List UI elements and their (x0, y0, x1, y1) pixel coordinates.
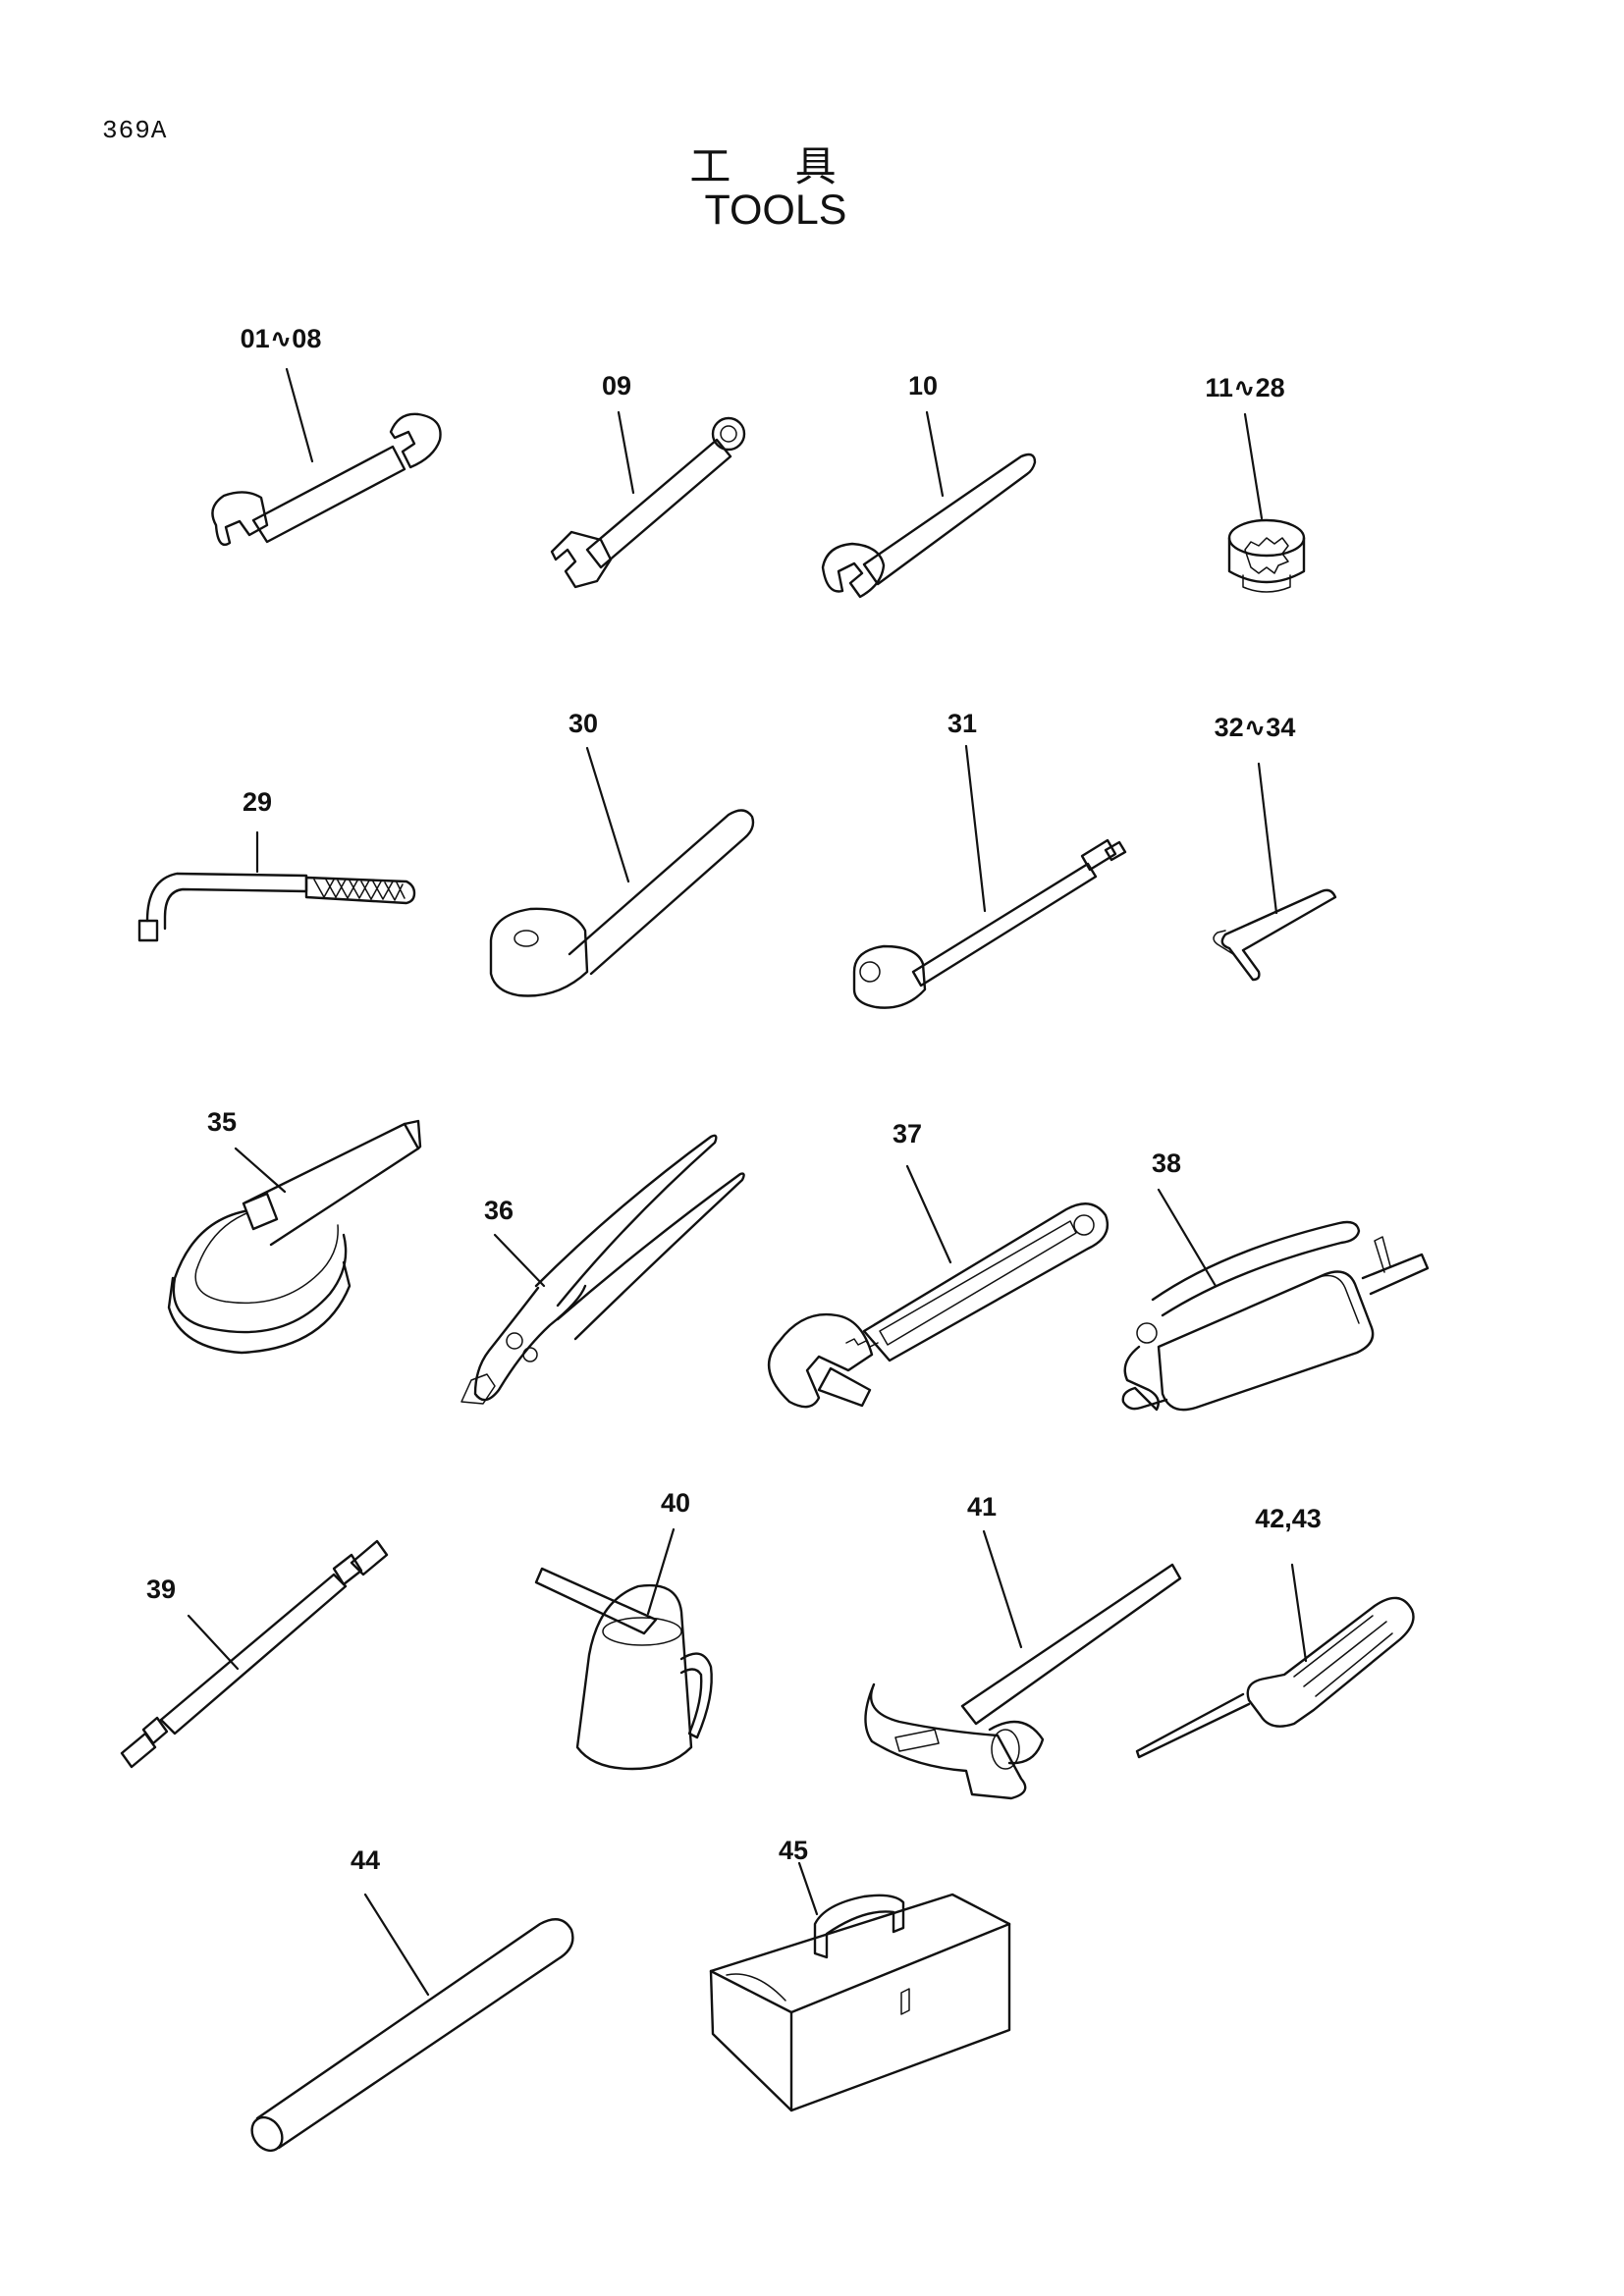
callout-label: 35 (206, 1107, 238, 1137)
callout-label: 40 (660, 1488, 691, 1518)
ratchet-handle-icon (489, 746, 755, 997)
hammer-icon (864, 1529, 1182, 1800)
callout-label: 45 (778, 1836, 809, 1865)
callout-label: 42,43 (1255, 1504, 1322, 1533)
pipe-bar-icon (250, 1893, 574, 2153)
callout-label: 36 (483, 1196, 514, 1225)
title-english: TOOLS (704, 187, 847, 234)
oil-can-icon (534, 1527, 713, 1771)
l-handle-socket-wrench-icon (137, 830, 416, 942)
grease-hose-icon (120, 1539, 389, 1769)
tool-box-icon (709, 1861, 1011, 2112)
callout-label: 39 (145, 1575, 177, 1604)
callout-label: 37 (892, 1119, 923, 1148)
single-open-end-wrench-icon (821, 410, 1037, 599)
callout-label: 10 (907, 371, 939, 400)
callout-label: 29 (242, 787, 273, 817)
page-code: 369A (102, 116, 168, 145)
callout-label: 11∿28 (1205, 373, 1285, 402)
callout-label: 38 (1151, 1148, 1182, 1178)
screwdriver-icon (1135, 1563, 1415, 1759)
strap-filter-wrench-icon (167, 1119, 422, 1355)
callout-label: 30 (568, 709, 599, 738)
callout-label: 32∿34 (1214, 713, 1296, 742)
title-japanese: 工 具 (689, 142, 862, 190)
callout-label: 41 (966, 1492, 998, 1522)
hex-key-icon (1213, 762, 1337, 982)
callout-label: 31 (947, 709, 978, 738)
extension-bar-icon (852, 744, 1127, 1009)
callout-label: 01∿08 (240, 324, 322, 353)
callout-label: 09 (601, 371, 632, 400)
adjustable-wrench-icon (767, 1164, 1110, 1409)
socket-icon (1227, 412, 1306, 593)
grease-gun-icon (1121, 1188, 1430, 1412)
double-open-end-wrench-icon (211, 367, 442, 547)
combination-wrench-icon (550, 410, 746, 589)
callout-label: 44 (350, 1845, 381, 1875)
slip-joint-pliers-icon (460, 1134, 745, 1405)
